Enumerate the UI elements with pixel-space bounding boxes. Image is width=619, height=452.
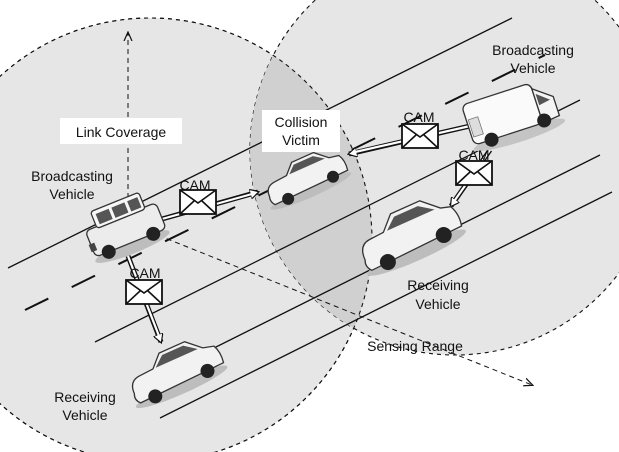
road-dashes	[24, 54, 546, 311]
link-coverage-label-bg	[60, 118, 182, 144]
collision-victim-label-bg	[262, 110, 340, 152]
link-coverage-label: Link Coverage	[76, 124, 166, 140]
receiving-vehicle-bottom-label-line2: Vehicle	[62, 407, 107, 423]
envelope-icon	[455, 160, 493, 186]
suv-icon	[86, 192, 170, 263]
receiving-vehicle-right-label-line2: Vehicle	[415, 296, 460, 312]
collision-victim-label-line1: Collision	[275, 114, 328, 130]
receiving-vehicle-bottom-label-line1: Receiving	[54, 389, 115, 405]
cam-label: CAM	[458, 147, 489, 163]
envelope-icon	[401, 123, 439, 149]
sensing-range-label: Sensing Range	[367, 338, 463, 354]
car-icon	[362, 200, 466, 276]
envelope-icon	[179, 189, 217, 215]
cam-label: CAM	[129, 265, 160, 281]
broadcasting-vehicle-left-label-line1: Broadcasting	[31, 168, 113, 184]
car-icon	[267, 151, 352, 210]
cam-label: CAM	[179, 177, 210, 193]
broadcasting-vehicle-right-label-line2: Vehicle	[510, 60, 555, 76]
road-edge-bottom	[159, 191, 613, 419]
road-edge-top	[7, 17, 513, 269]
broadcasting-vehicle-left-label-line2: Vehicle	[49, 186, 94, 202]
broadcasting-vehicle-right-label-line1: Broadcasting	[492, 42, 574, 58]
car-icon	[131, 341, 228, 409]
cam-label: CAM	[403, 109, 434, 125]
envelope-icon	[125, 279, 163, 305]
van-icon	[462, 83, 566, 152]
receiving-vehicle-right-label-line1: Receiving	[407, 277, 468, 293]
sensing-range-arrow	[149, 231, 532, 385]
collision-victim-label-line2: Victim	[282, 132, 320, 148]
